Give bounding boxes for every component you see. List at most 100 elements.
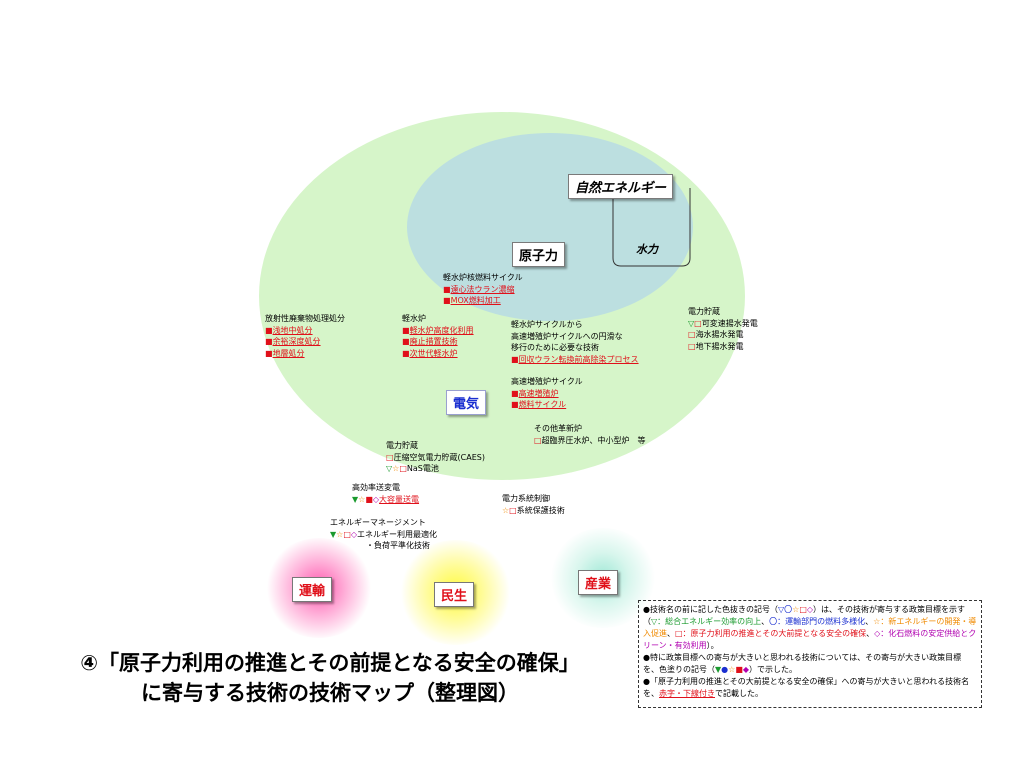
star-icon: ☆ xyxy=(502,505,510,515)
square-icon: □ xyxy=(343,529,351,539)
group-heading: 軽水炉核燃料サイクル xyxy=(443,273,523,282)
filled-square-icon: ■ xyxy=(402,348,410,358)
tech-item: 廃止措置技術 xyxy=(409,337,458,346)
lwr-group: 軽水炉 ■軽水炉高度化利用 ■廃止措置技術 ■次世代軽水炉 xyxy=(402,313,474,359)
storage-right-group: 電力貯蔵 ▽□可変速揚水発電 □海水揚水発電 □地下揚水発電 xyxy=(688,306,758,352)
group-heading: 高速増殖炉サイクル xyxy=(511,377,583,386)
filled-square-icon: ■ xyxy=(365,494,373,504)
transition-group: 軽水炉サイクルから 高速増殖炉サイクルへの円滑な 移行のために必要な技術 ■回収… xyxy=(511,319,639,365)
triangle-icon: ▽ xyxy=(386,464,393,473)
group-heading: 放射性廃棄物処理処分 xyxy=(265,314,345,323)
square-icon: □ xyxy=(688,341,696,351)
star-icon: ☆ xyxy=(792,605,800,614)
square-icon: □ xyxy=(694,318,702,328)
triangle-icon: ▽ xyxy=(777,605,785,614)
bullet-icon: ● xyxy=(643,653,650,662)
electricity-label: 電気 xyxy=(446,390,487,415)
square-icon: □ xyxy=(386,452,394,462)
diamond-icon: ◇ xyxy=(350,529,358,539)
sector-residential-label: 民生 xyxy=(434,582,475,607)
legend-paragraph-3: ●「原子力利用の推進とその大前提となる安全の確保」への寄与が大きいと思われる技術… xyxy=(643,677,970,698)
sector-transport-label: 運輸 xyxy=(292,577,333,602)
circle-icon: 〇 xyxy=(784,605,793,614)
square-icon: □ xyxy=(509,505,517,515)
group-heading: 電力貯蔵 xyxy=(688,307,720,316)
tech-item: 系統保護技術 xyxy=(516,505,565,515)
tech-item: ・負荷平準化技術 xyxy=(366,541,430,550)
group-heading: 電力貯蔵 xyxy=(386,441,418,450)
fbr-cycle-group: 高速増殖炉サイクル ■高速増殖炉 ■燃料サイクル xyxy=(511,376,583,411)
tech-item: 可変速揚水発電 xyxy=(701,318,758,328)
star-icon: ☆ xyxy=(728,665,736,674)
triangle-icon: ▽ xyxy=(688,318,695,328)
tech-item: 海水揚水発電 xyxy=(695,330,744,339)
tech-item: 大容量送電 xyxy=(379,494,420,504)
legend-paragraph-1: ●技術名の前に記した色抜きの記号（▽〇☆□◇）は、その技術が寄与する政策目標を示… xyxy=(643,605,977,650)
legend-box: ●技術名の前に記した色抜きの記号（▽〇☆□◇）は、その技術が寄与する政策目標を示… xyxy=(638,600,982,708)
filled-triangle-icon: ▼ xyxy=(330,529,337,539)
title-line-1: ④「原子力利用の推進とその前提となる安全の確保」 xyxy=(80,651,580,675)
filled-square-icon: ■ xyxy=(735,665,743,674)
filled-square-icon: ■ xyxy=(443,296,451,305)
square-icon: □ xyxy=(799,605,807,614)
square-icon: □ xyxy=(688,330,696,339)
filled-triangle-icon: ▼ xyxy=(715,665,722,674)
star-icon: ☆ xyxy=(392,464,400,473)
filled-diamond-icon: ◆ xyxy=(742,665,750,674)
filled-square-icon: ■ xyxy=(511,354,519,364)
filled-square-icon: ■ xyxy=(265,348,273,358)
filled-square-icon: ■ xyxy=(265,337,273,346)
radwaste-group: 放射性廃棄物処理処分 ■浅地中処分 ■余裕深度処分 ■地層処分 xyxy=(265,313,345,359)
filled-square-icon: ■ xyxy=(511,400,519,409)
legend-paragraph-2: ●特に政策目標への寄与が大きいと思われる技術については、その寄与が大きい政策目標… xyxy=(643,653,962,674)
tech-item: 圧縮空気電力貯蔵(CAES) xyxy=(393,452,485,462)
nuclear-label: 原子力 xyxy=(512,242,566,267)
bullet-icon: ● xyxy=(643,677,650,686)
group-heading: エネルギーマネージメント xyxy=(330,518,426,527)
tech-item: NaS電池 xyxy=(406,464,439,473)
group-heading: 高速増殖炉サイクルへの円滑な xyxy=(511,331,623,341)
star-icon: ☆ xyxy=(336,529,344,539)
tech-item: 軽水炉高度化利用 xyxy=(409,325,474,335)
square-icon: □ xyxy=(399,464,407,473)
transformation-group: 高効率送変電 ▼☆■◇大容量送電 xyxy=(352,482,419,505)
title-line-2: に寄与する技術の技術マップ（整理図） xyxy=(141,681,519,705)
tech-item: 超臨界圧水炉、中小型炉 等 xyxy=(541,435,646,445)
tech-item: 浅地中処分 xyxy=(272,325,313,335)
group-heading: 高効率送変電 xyxy=(352,483,400,492)
filled-square-icon: ■ xyxy=(402,337,410,346)
filled-square-icon: ■ xyxy=(443,284,451,294)
page-title: ④「原子力利用の推進とその前提となる安全の確保」 に寄与する技術の技術マップ（整… xyxy=(40,648,620,708)
tech-item: 余裕深度処分 xyxy=(272,337,321,346)
group-heading: その他革新炉 xyxy=(534,424,582,433)
diamond-icon: ◇ xyxy=(372,494,380,504)
tech-item: 高速増殖炉 xyxy=(518,388,559,398)
filled-square-icon: ■ xyxy=(511,388,519,398)
diamond-icon: ◇ xyxy=(806,605,814,614)
filled-square-icon: ■ xyxy=(402,325,410,335)
energy-mgmt-group: エネルギーマネージメント ▼☆□◇エネルギー利用最適化 ・負荷平準化技術 xyxy=(330,517,437,552)
group-heading: 電力系統制御 xyxy=(502,494,550,503)
star-icon: ☆ xyxy=(358,494,366,504)
filled-circle-icon: ● xyxy=(721,665,729,674)
other-reactors-group: その他革新炉 □超臨界圧水炉、中小型炉 等 xyxy=(534,423,646,446)
group-heading: 軽水炉サイクルから xyxy=(511,320,583,329)
sector-industry-label: 産業 xyxy=(578,570,619,595)
tech-item: エネルギー利用最適化 xyxy=(357,529,438,539)
natural-energy-label: 自然エネルギー xyxy=(568,174,674,199)
bullet-icon: ● xyxy=(643,605,650,614)
tech-item: 回収ウラン転換前高除染プロセス xyxy=(518,354,639,364)
filled-square-icon: ■ xyxy=(265,325,273,335)
grid-control-group: 電力系統制御 ☆□系統保護技術 xyxy=(502,493,565,516)
storage-left-group: 電力貯蔵 □圧縮空気電力貯蔵(CAES) ▽☆□NaS電池 xyxy=(386,440,485,475)
tech-item: 遠心法ウラン濃縮 xyxy=(450,284,515,294)
tech-item: 地層処分 xyxy=(272,348,305,358)
square-icon: □ xyxy=(534,435,542,445)
tech-item: 燃料サイクル xyxy=(518,400,567,409)
group-heading: 軽水炉 xyxy=(402,314,426,323)
hydro-label: 水力 xyxy=(636,243,658,256)
lwr-fuel-cycle-group: 軽水炉核燃料サイクル ■遠心法ウラン濃縮 ■MOX燃料加工 xyxy=(443,272,523,307)
group-heading: 移行のために必要な技術 xyxy=(511,343,599,352)
tech-item: 次世代軽水炉 xyxy=(409,348,458,358)
tech-item: MOX燃料加工 xyxy=(450,296,501,305)
